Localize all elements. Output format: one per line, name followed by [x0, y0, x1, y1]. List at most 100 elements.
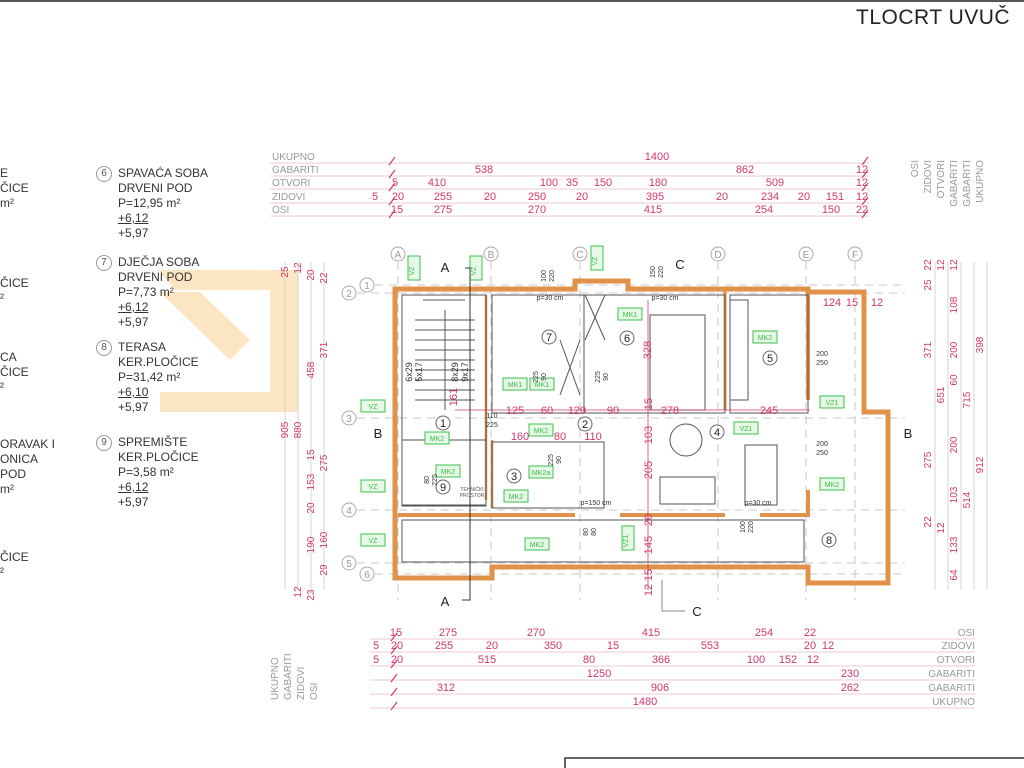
dim-value: 415 — [642, 627, 660, 639]
dim-value-inner: 90 — [607, 405, 619, 417]
dim-value: 200 — [949, 436, 960, 453]
dim-value: 180 — [649, 177, 667, 189]
dim-tick — [388, 209, 396, 219]
opening-label: 225 — [548, 454, 555, 466]
dim-value: 150 — [594, 177, 612, 189]
legend-room-7: 7 DJEČJA SOBA DRVENI POD P=7,73 m² +6,12… — [96, 255, 199, 330]
opening-label: 90 — [556, 456, 563, 464]
room-number-badge: 7 — [96, 255, 112, 271]
room-number: 1 — [440, 418, 446, 430]
dim-value: 275 — [319, 454, 330, 471]
dim-value: 905 — [280, 421, 291, 438]
dim-value: 715 — [962, 391, 973, 408]
dim-value: 12 — [822, 640, 834, 652]
room-floor: KER.PLOČICE — [118, 355, 199, 369]
element-tag: VZ1 — [740, 426, 753, 433]
dim-value-inner: 80 — [554, 431, 566, 443]
element-tag: VZ1 — [623, 534, 630, 547]
opening-label: 100 — [541, 270, 548, 282]
dim-value: 190 — [306, 536, 317, 553]
element-tag: MK2 — [825, 482, 840, 489]
element-tag: VZ1 — [826, 400, 839, 407]
room-area: P=12,95 m² — [118, 196, 181, 210]
dim-row-label: OSI — [910, 160, 921, 177]
dim-value: 12 — [293, 586, 304, 598]
room-number-circle — [619, 330, 635, 346]
dim-value: 371 — [923, 341, 934, 358]
axis-label-row: 3 — [346, 414, 352, 425]
legend-partial-line: m² — [0, 482, 14, 496]
dim-value-inner: 12 — [871, 297, 883, 309]
dim-value: 25 — [280, 266, 291, 278]
dim-value: 255 — [435, 640, 453, 652]
opening-label: 100 — [740, 521, 747, 533]
legend-partial-line: ČICE — [0, 276, 29, 290]
opening-label: 200 — [816, 441, 828, 448]
element-tag-box — [360, 533, 386, 547]
dim-value: 514 — [962, 491, 973, 508]
room-number-badge: 6 — [96, 166, 112, 182]
element-tag-box — [424, 431, 450, 445]
opening-label: 90 — [603, 373, 610, 381]
room-number-circle — [577, 416, 593, 432]
dim-value: 29 — [319, 564, 330, 576]
opening-label: 250 — [816, 360, 828, 367]
dim-value: 100 — [747, 654, 765, 666]
room-level-top: +6,10 — [118, 385, 149, 399]
dim-tick — [390, 645, 398, 655]
dim-row-label: GABARITI — [272, 165, 319, 176]
section-marker-a-bottom: A — [441, 594, 450, 609]
dim-value: 275 — [439, 627, 457, 639]
element-tag-box — [503, 489, 529, 503]
element-tag-box — [621, 525, 635, 551]
opening-label: p=150 cm — [581, 500, 612, 507]
room-name: SPAVAĆA SOBA — [118, 166, 209, 180]
element-tag: MK2 — [758, 335, 773, 342]
opening-label: 225 — [486, 422, 498, 429]
dim-value: 553 — [701, 640, 719, 652]
dim-row-label: GABARITI — [928, 669, 975, 680]
element-tag: MK2 — [534, 428, 549, 435]
dim-row-label: UKUPNO — [975, 160, 986, 203]
dim-value: 1250 — [587, 668, 611, 680]
opening-label: 150 — [650, 266, 657, 278]
room-floor: DRVENI POD — [118, 181, 193, 195]
dim-value: 234 — [761, 191, 779, 203]
dim-value-inner: 15 — [846, 297, 858, 309]
room-number-circle — [541, 329, 557, 345]
axis-label-row: 5 — [346, 559, 352, 570]
room-number-circle — [762, 350, 778, 366]
dim-row-label: GABARITI — [928, 683, 975, 694]
room-number-circle — [435, 479, 451, 495]
dim-tick — [861, 209, 869, 219]
opening-label: 220 — [748, 521, 755, 533]
room-number: 5 — [767, 353, 773, 365]
dim-value: 912 — [975, 456, 986, 473]
room-number: 7 — [546, 332, 552, 344]
axis-bubble — [710, 246, 726, 262]
dim-value: 15 — [391, 204, 403, 216]
element-tag: MK1 — [508, 382, 523, 389]
dim-row-label: UKUPNO — [932, 697, 975, 708]
room-number-circle — [821, 532, 837, 548]
element-tag: MK1 — [535, 382, 550, 389]
axis-label-col: A — [395, 250, 402, 261]
dim-row-label: ZIDOVI — [942, 641, 975, 652]
element-tag-box — [360, 479, 386, 493]
element-tag-box — [617, 307, 643, 321]
element-tag-box — [435, 464, 461, 478]
element-tag-box — [752, 330, 778, 344]
room-level-bottom: +5,97 — [118, 315, 149, 329]
opening-label: 80 — [591, 528, 598, 536]
dim-value: 1480 — [633, 696, 657, 708]
dim-value: 160 — [319, 531, 330, 548]
dim-value: 906 — [651, 682, 669, 694]
dim-row-label: OTVORI — [936, 160, 947, 198]
opening-label: 220 — [549, 270, 556, 282]
dim-row-label: GABARITI — [962, 160, 973, 207]
axis-bubble — [359, 277, 375, 293]
